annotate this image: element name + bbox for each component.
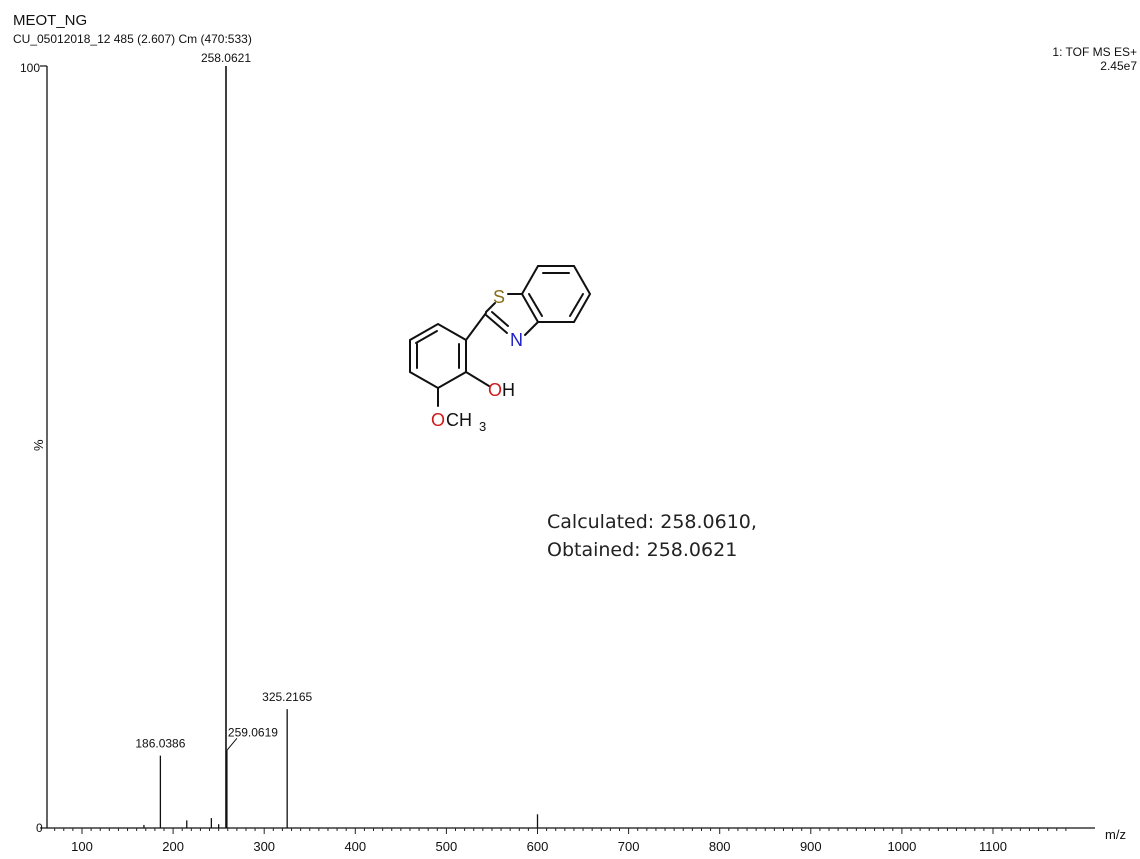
atom-o-methoxy: O	[431, 410, 445, 430]
bond-oh	[465, 371, 490, 387]
peak-label-325.2165: 325.2165	[262, 690, 312, 704]
bond-n-c3a	[524, 321, 539, 336]
x-tick-label-400: 400	[344, 839, 366, 854]
x-tick-label-700: 700	[618, 839, 640, 854]
bond-c2-n	[485, 314, 508, 334]
sample-name: MEOT_NG	[13, 12, 88, 29]
methyl-group: CH	[446, 410, 472, 430]
mass-annotation: Calculated: 258.0610, Obtained: 258.0621	[547, 508, 757, 564]
intensity-scale: 2.45e7	[1100, 59, 1137, 73]
phenol-ring	[409, 322, 467, 390]
benzo-ring	[520, 265, 592, 323]
x-tick-label-800: 800	[709, 839, 731, 854]
scan-info: CU_05012018_12 485 (2.607) Cm (470:533)	[13, 32, 252, 46]
y-axis-label: %	[31, 439, 46, 451]
atom-h-hydroxyl: H	[502, 380, 515, 400]
x-tick-label-1000: 1000	[887, 839, 916, 854]
axes	[40, 65, 1095, 829]
x-tick-label-1100: 1100	[979, 839, 1007, 854]
peak-label-259.0619: 259.0619	[228, 725, 278, 739]
benzo-double-3	[528, 293, 543, 317]
x-tick-label-900: 900	[800, 839, 822, 854]
chemical-structure	[409, 265, 592, 407]
peak-labels: 258.0621 325.2165 259.0619 186.0386	[135, 51, 312, 751]
atom-s: S	[493, 287, 505, 307]
atom-n: N	[510, 330, 523, 350]
peaks	[143, 66, 539, 828]
instrument-label: 1: TOF MS ES+	[1052, 45, 1137, 59]
peak-label-258.0621: 258.0621	[201, 51, 251, 65]
obtained-mass: Obtained: 258.0621	[547, 539, 738, 561]
peak-label-186.0386: 186.0386	[135, 737, 185, 751]
peak-leader-259	[226, 737, 238, 751]
x-tick-label-100: 100	[71, 839, 93, 854]
atom-o-hydroxyl: O	[488, 380, 502, 400]
y-tick-100: 100	[20, 61, 40, 75]
bond-ring-link	[465, 312, 487, 341]
bond-c2-n-double	[491, 311, 509, 327]
y-tick-0: 0	[36, 821, 43, 835]
methyl-subscript: 3	[479, 419, 486, 434]
bond-s-c2	[485, 302, 496, 313]
x-tick-label-500: 500	[436, 839, 458, 854]
x-axis-label: m/z	[1105, 827, 1126, 842]
phenol-double-3	[415, 330, 438, 344]
calculated-mass: Calculated: 258.0610,	[547, 511, 757, 533]
benzo-double-2	[569, 293, 584, 317]
x-tick-label-300: 300	[253, 839, 275, 854]
x-tick-label-600: 600	[527, 839, 549, 854]
x-tick-label-200: 200	[162, 839, 184, 854]
x-ticks: 100 200 300 400 500 600 700 800 900 1000 1100	[54, 828, 1067, 854]
